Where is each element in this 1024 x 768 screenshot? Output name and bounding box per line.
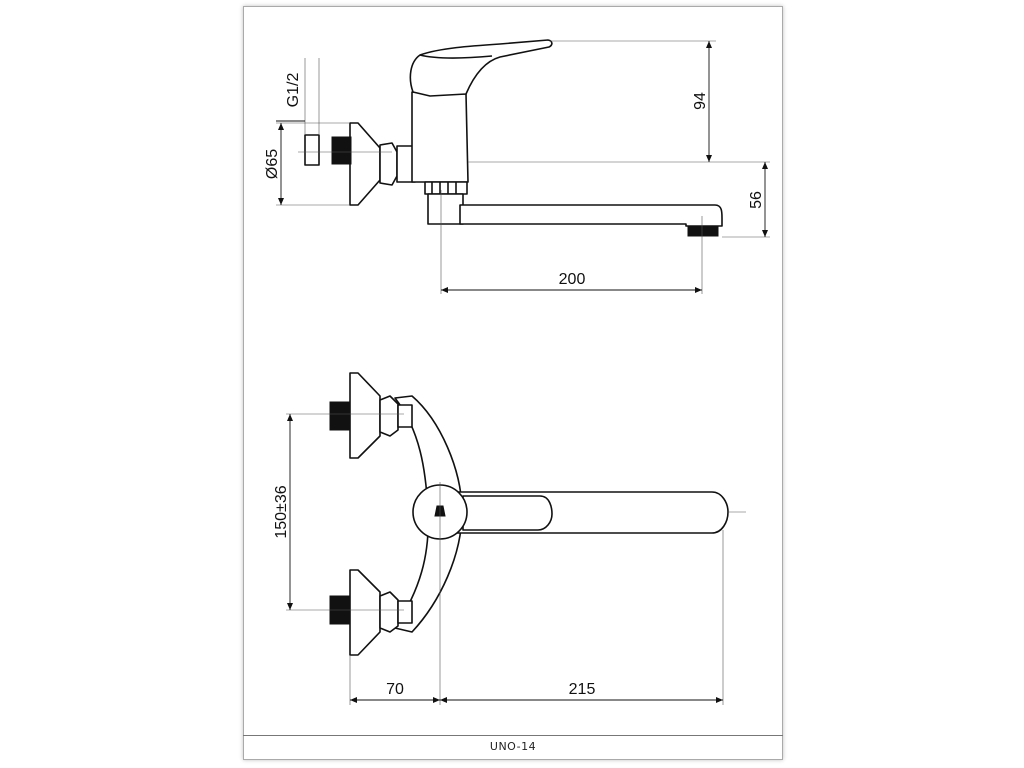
side-mixer-body [411, 91, 469, 183]
side-aerator [687, 225, 719, 237]
dim-text-70: 70 [386, 681, 404, 698]
top-lower-connector [397, 600, 413, 624]
dim-text-o65: Ø65 [264, 149, 281, 179]
top-lever-inner [462, 495, 553, 531]
top-upper-connector [397, 404, 413, 428]
top-upper-nut [379, 395, 399, 437]
side-lever-handle [409, 39, 553, 97]
top-upper-flange [349, 372, 381, 459]
side-inlet-thread-dark [331, 136, 352, 165]
dim-text-150: 150±36 [273, 485, 290, 538]
side-union-nut [379, 142, 398, 186]
dim-text-g12: G1/2 [285, 73, 302, 108]
top-lower-nut [379, 591, 399, 633]
drawing-code: UNO-14 [489, 740, 537, 753]
side-spout-base [427, 193, 464, 225]
dim-text-94: 94 [692, 92, 709, 110]
drawing-sheet [243, 6, 783, 760]
dim-text-200: 200 [559, 271, 586, 288]
side-inlet-thread [304, 134, 320, 166]
dim-text-56: 56 [748, 191, 765, 209]
side-lever-crease [419, 54, 493, 59]
side-spout-tube [459, 204, 723, 227]
top-upper-thread [329, 401, 351, 431]
side-view: 94 56 200 G1/2 Ø65 [264, 39, 770, 294]
side-wall-flange [349, 122, 381, 206]
dim-text-215: 215 [569, 681, 596, 698]
top-view: 150±36 70 215 [273, 372, 746, 705]
top-lower-flange [349, 569, 381, 656]
footer-divider [243, 735, 783, 736]
